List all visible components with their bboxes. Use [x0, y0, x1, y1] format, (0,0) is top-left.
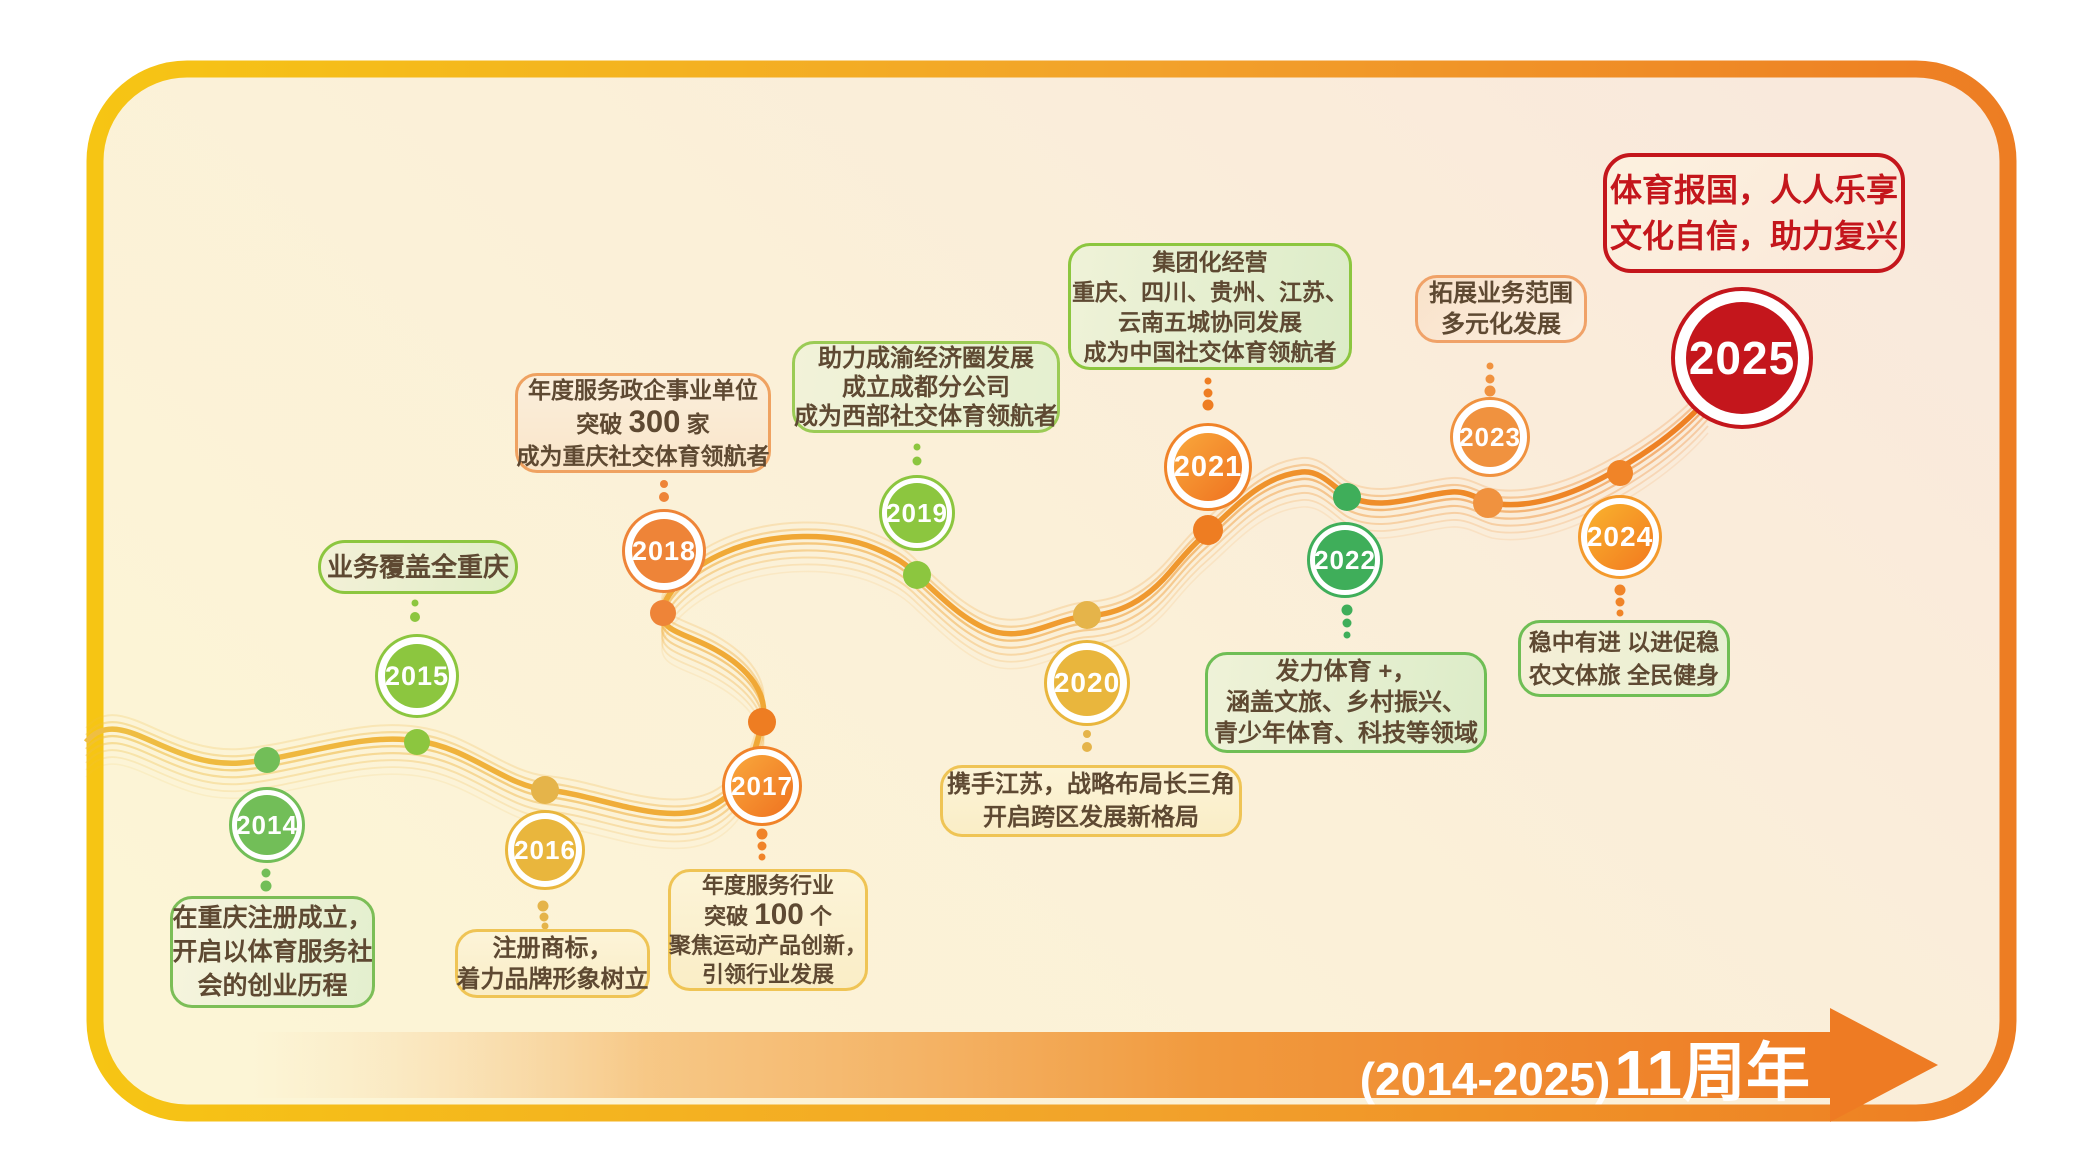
note-line: 开启跨区发展新格局 — [983, 804, 1199, 831]
milestone-note-2017: 年度服务行业 突破 100 个 聚焦运动产品创新， 引领行业发展 — [668, 869, 868, 991]
year-badge-2022: 2022 — [1307, 522, 1383, 598]
banner-year-range: (2014-2025) — [1359, 1053, 1611, 1105]
slogan-line: 体育报国，人人乐享 — [1609, 172, 1898, 208]
note-line: 引领行业发展 — [701, 962, 834, 987]
note-line: 集团化经营 — [1152, 248, 1268, 275]
year-badge-2025: 2025 — [1671, 287, 1813, 429]
milestone-note-2016: 注册商标， 着力品牌形象树立 — [455, 929, 650, 998]
year-badge-2020: 2020 — [1044, 640, 1130, 726]
slogan-box: 体育报国，人人乐享 文化自信，助力复兴 — [1603, 153, 1905, 273]
note-line: 注册商标， — [492, 934, 613, 962]
year-label: 2020 — [1054, 650, 1120, 716]
dot — [903, 561, 931, 589]
year-label: 2016 — [514, 819, 576, 881]
milestone-note-2022: 发力体育 +， 涵盖文旅、乡村振兴、 青少年体育、科技等领域 — [1205, 652, 1487, 753]
highlight-number: 100 — [754, 898, 804, 931]
note-line: 成为西部社交体育领航者 — [794, 402, 1058, 430]
note-line: 多元化发展 — [1441, 311, 1561, 338]
year-badge-2018: 2018 — [622, 509, 706, 593]
note-line: 成为重庆社交体育领航者 — [516, 443, 770, 469]
year-badge-2014: 2014 — [229, 787, 305, 863]
year-badge-2024: 2024 — [1578, 495, 1662, 579]
milestone-note-2014: 在重庆注册成立， 开启以体育服务社 会的创业历程 — [170, 896, 375, 1008]
dot — [650, 600, 676, 626]
year-badge-2021: 2021 — [1164, 423, 1252, 511]
year-badge-2023: 2023 — [1450, 397, 1530, 477]
year-label: 2017 — [731, 755, 793, 817]
dot — [1193, 515, 1223, 545]
year-label: 2021 — [1174, 433, 1242, 501]
dot — [1073, 601, 1101, 629]
note-line: 涵盖文旅、乡村振兴、 — [1226, 689, 1466, 716]
year-badge-2017: 2017 — [722, 746, 802, 826]
milestone-note-2015: 业务覆盖全重庆 — [318, 540, 518, 594]
milestone-note-2024: 稳中有进 以进促稳 农文体旅 全民健身 — [1518, 620, 1730, 697]
note-line: 开启以体育服务社 — [172, 938, 373, 966]
note-line: 聚焦运动产品创新， — [669, 933, 868, 958]
note-line: 拓展业务范围 — [1429, 280, 1573, 307]
note-line: 携手江苏，战略布局长三角 — [947, 771, 1235, 798]
note-line: 着力品牌形象树立 — [456, 965, 649, 993]
note-line: 发力体育 +， — [1275, 658, 1417, 685]
note-line: 农文体旅 全民健身 — [1528, 661, 1720, 688]
slogan-line: 文化自信，助力复兴 — [1609, 218, 1898, 254]
year-label: 2023 — [1459, 407, 1520, 467]
year-label: 2015 — [385, 644, 449, 708]
note-text: 个 — [803, 904, 832, 929]
milestone-note-2018: 年度服务政企事业单位 突破 300 家 成为重庆社交体育领航者 — [515, 373, 771, 473]
year-label: 2025 — [1686, 302, 1798, 414]
banner-title: 11周年 — [1614, 1037, 1810, 1109]
note-line: 年度服务政企事业单位 — [528, 377, 758, 403]
dot — [1333, 483, 1361, 511]
note-line: 云南五城协同发展 — [1118, 308, 1302, 335]
milestone-note-2021: 集团化经营 重庆、四川、贵州、江苏、 云南五城协同发展 成为中国社交体育领航者 — [1068, 243, 1352, 370]
note-text: 突破 — [704, 904, 755, 929]
year-label: 2022 — [1314, 530, 1375, 590]
milestone-note-2019: 助力成渝经济圈发展 成立成都分公司 成为西部社交体育领航者 — [792, 341, 1060, 433]
note-line: 突破 100 个 — [704, 900, 832, 931]
note-line: 成为中国社交体育领航者 — [1083, 338, 1337, 365]
year-badge-2016: 2016 — [505, 810, 585, 890]
year-label: 2014 — [236, 795, 297, 855]
anniversary-banner-arrow — [250, 1008, 1938, 1122]
ribbon-node-dots — [254, 460, 1633, 804]
note-line: 成立成都分公司 — [842, 373, 1010, 401]
dot — [404, 729, 430, 755]
note-text: 突破 — [576, 411, 629, 437]
note-line: 突破 300 家 — [576, 406, 710, 440]
note-line: 助力成渝经济圈发展 — [818, 344, 1034, 372]
year-label: 2019 — [886, 483, 947, 543]
note-line: 业务覆盖全重庆 — [326, 552, 509, 582]
year-label: 2018 — [632, 519, 696, 583]
note-line: 稳中有进 以进促稳 — [1528, 628, 1720, 655]
highlight-number: 300 — [628, 404, 681, 439]
anniversary-banner-text: (2014-2025) 11周年 — [1200, 1022, 1810, 1109]
dot — [254, 747, 280, 773]
milestone-note-2023: 拓展业务范围 多元化发展 — [1415, 275, 1587, 343]
year-badge-2015: 2015 — [375, 634, 459, 718]
note-line: 在重庆注册成立， — [172, 904, 373, 932]
milestone-note-2020: 携手江苏，战略布局长三角 开启跨区发展新格局 — [940, 765, 1242, 837]
note-line: 青少年体育、科技等领域 — [1214, 720, 1478, 747]
note-line: 重庆、四川、贵州、江苏、 — [1072, 278, 1348, 305]
note-line: 年度服务行业 — [701, 873, 834, 898]
dot — [1607, 460, 1633, 486]
year-badge-2019: 2019 — [879, 475, 955, 551]
dot — [748, 708, 776, 736]
year-label: 2024 — [1587, 504, 1653, 570]
dot — [531, 776, 559, 804]
dot — [1473, 488, 1503, 518]
note-line: 会的创业历程 — [197, 972, 348, 1000]
note-text: 家 — [680, 411, 710, 437]
